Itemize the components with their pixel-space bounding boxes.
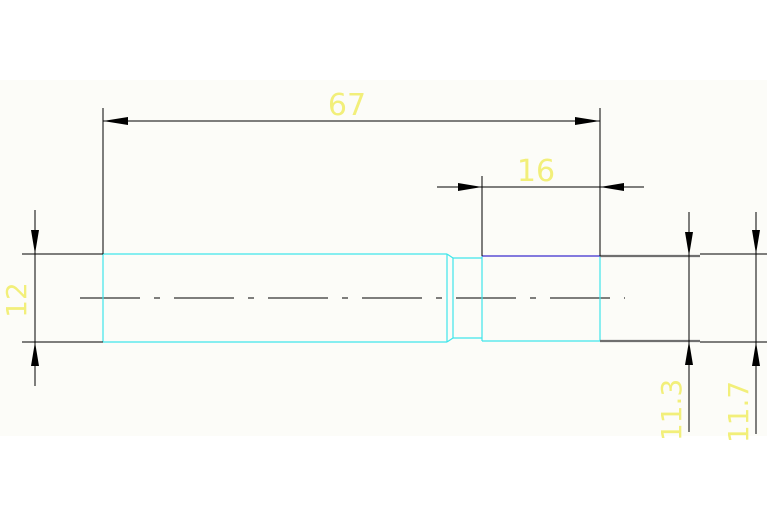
part-outline <box>102 253 601 343</box>
dim-text-overall-length: 67 <box>328 88 366 123</box>
groove-chamfer-bottom <box>446 337 454 343</box>
dimension-end-length: 16 <box>437 154 644 191</box>
drawing-background <box>0 80 767 436</box>
arrowhead-right <box>600 183 624 191</box>
arrowhead-left <box>103 117 128 125</box>
arrowhead-top <box>31 230 39 254</box>
arrowhead-top <box>752 230 760 254</box>
dimension-diameter-right-outer: 11.7 <box>722 212 760 443</box>
dim-text-end-length: 16 <box>517 154 555 189</box>
arrowhead-top <box>685 232 693 256</box>
dim-text-diameter-right-inner: 11.3 <box>655 379 688 441</box>
arrowhead-bottom <box>685 341 693 365</box>
arrowhead-left <box>458 183 482 191</box>
groove-chamfer-top <box>446 253 454 259</box>
dimension-overall-length: 67 <box>103 88 600 125</box>
arrowhead-right <box>575 117 600 125</box>
dim-text-diameter-left: 12 <box>0 282 33 318</box>
dim-text-diameter-right-outer: 11.7 <box>722 381 755 443</box>
dimension-diameter-left: 12 <box>0 210 39 386</box>
arrowhead-bottom <box>752 342 760 366</box>
dimension-diameter-right-inner: 11.3 <box>655 212 693 441</box>
arrowhead-bottom <box>31 342 39 366</box>
